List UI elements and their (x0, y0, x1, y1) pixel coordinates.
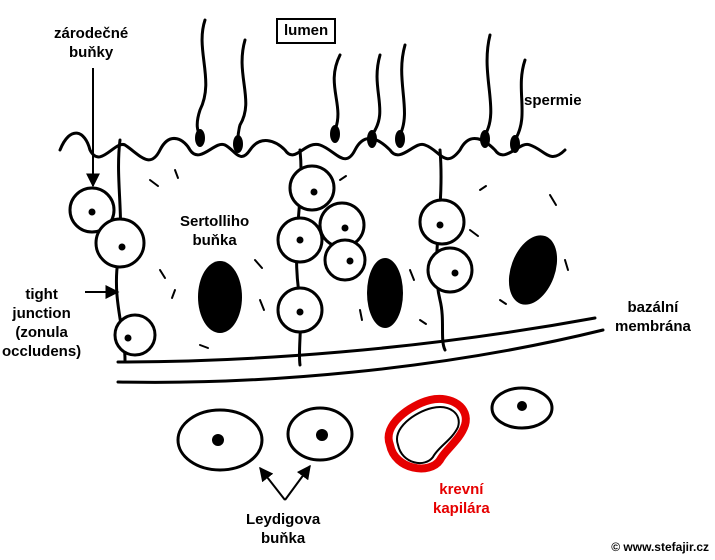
blood-capillary (384, 394, 470, 473)
basal-membrane-lower (116, 328, 605, 384)
spermatozoa (195, 18, 527, 142)
basal-membrane (116, 316, 597, 364)
label-lumen: lumen (276, 18, 337, 44)
copyright-notice: © www.stefajir.cz (611, 540, 709, 554)
leydig-cells (176, 386, 554, 472)
label-sperm: spermie (524, 92, 582, 109)
sertoli-nuclei (198, 235, 558, 333)
cytoplasm-texture (149, 169, 569, 349)
germ-cells (68, 164, 474, 357)
leydig-arrow-left (259, 466, 286, 501)
luminal-membrane (58, 131, 567, 162)
leydig-arrow-right (284, 464, 311, 501)
